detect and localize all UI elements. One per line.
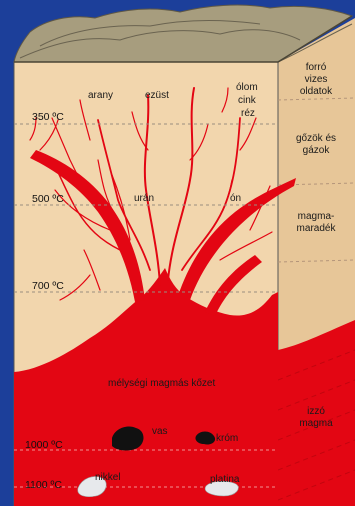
ore-label-krom: króm [216, 433, 238, 444]
zone-label: gőzök és [296, 133, 336, 144]
ore-label-platina: platina [210, 474, 240, 485]
temp-label-700: 700 ºC [32, 280, 64, 292]
zone-label: oldatok [300, 86, 333, 97]
ore-label-nikkel: nikkel [95, 472, 121, 483]
metal-label-olom: ólom [236, 82, 258, 93]
temp-label-1000: 1000 ºC [25, 439, 63, 451]
ore-label-vas: vas [152, 426, 168, 437]
zone-label: maradék [297, 223, 337, 234]
zone-label: forró [306, 62, 327, 73]
metal-label-arany: arany [88, 90, 113, 101]
temp-label-350: 350 ºC [32, 111, 64, 123]
zone-label: gázok [303, 145, 331, 156]
temp-label-1100: 1100 ºC [25, 479, 62, 491]
zone-label: izzó [307, 406, 325, 417]
temp-label-500: 500 ºC [32, 193, 64, 205]
zone-label: magma- [298, 211, 335, 222]
metal-label-cink: cink [238, 95, 257, 106]
zone-label: magma [299, 418, 333, 429]
zone-label: vizes [305, 74, 328, 85]
metal-label-ezust: ezüst [145, 90, 169, 101]
rock-label: mélységi magmás kőzet [108, 378, 215, 389]
metal-label-on: ón [230, 193, 241, 204]
metal-label-rez: réz [241, 108, 255, 119]
metal-label-uran: urán [134, 193, 154, 204]
